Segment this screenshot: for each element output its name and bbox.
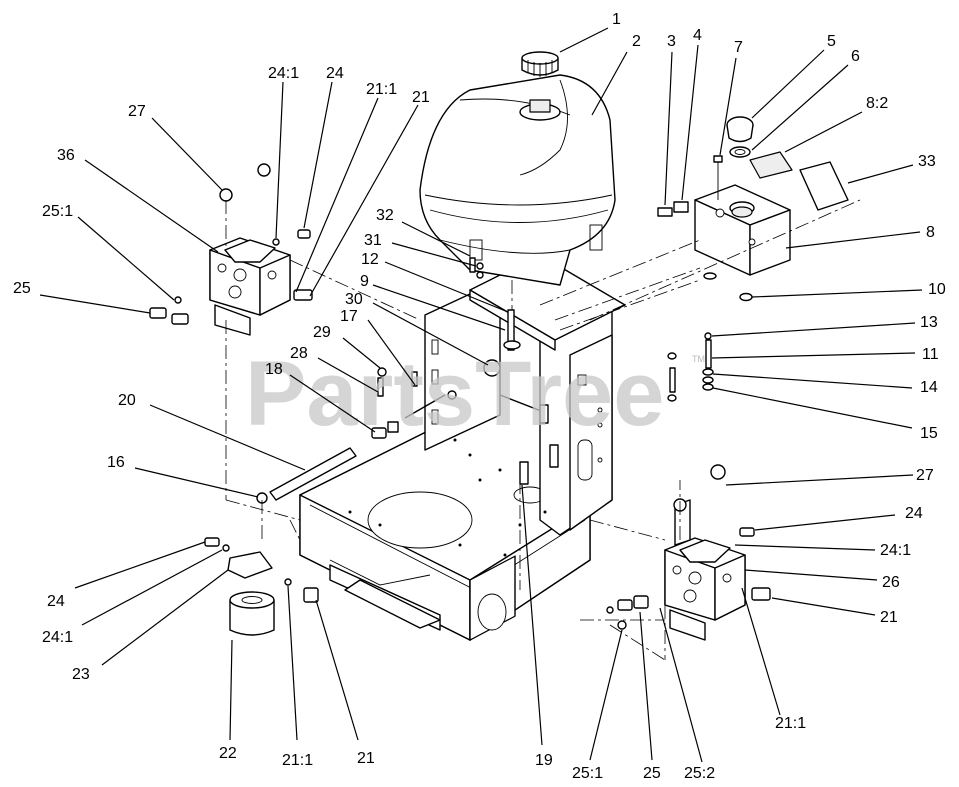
callout-25-1-bottom: 25:1 [572,765,603,782]
callout-13: 13 [920,314,938,331]
left-hydraulic-pump [149,163,313,336]
callout-21-top: 21 [412,89,430,106]
callout-21-1-top: 21:1 [366,81,397,98]
fuel-tank [419,51,616,286]
callout-25-bottom: 25 [643,765,661,782]
callout-23: 23 [72,666,90,683]
hydraulic-filter [204,537,319,636]
callout-20: 20 [118,392,136,409]
hydraulic-reservoir [657,116,849,276]
callout-27-right: 27 [916,467,934,484]
callout-2: 2 [632,33,641,50]
frame-assembly [299,254,626,641]
callout-16: 16 [107,454,125,471]
callout-4: 4 [693,27,702,44]
callout-24-right: 24 [905,505,923,522]
callout-24-1-right: 24:1 [880,542,911,559]
callout-labels: 1 2 3 4 7 5 6 8:2 33 8 10 13 11 14 15 27… [13,11,946,782]
callout-21-1-right: 21:1 [775,715,806,732]
callout-32: 32 [376,207,394,224]
callout-15: 15 [920,425,938,442]
callout-8-2: 8:2 [866,95,888,112]
callout-21-1-bottom: 21:1 [282,752,313,769]
callout-17: 17 [340,308,358,325]
callout-21-bottom: 21 [357,750,375,767]
callout-9: 9 [360,273,369,290]
callout-33: 33 [918,153,936,170]
callout-21-right: 21 [880,609,898,626]
callout-19: 19 [535,752,553,769]
callout-36: 36 [57,147,75,164]
callout-10: 10 [928,281,946,298]
callout-29: 29 [313,324,331,341]
callout-8: 8 [926,224,935,241]
callout-3: 3 [667,33,676,50]
callout-31: 31 [364,232,382,249]
callout-1: 1 [612,11,621,28]
callout-30: 30 [345,291,363,308]
leader-lines [39,27,923,763]
callout-7: 7 [734,39,743,56]
callout-25-2: 25:2 [684,765,715,782]
right-hydraulic-pump [606,464,771,661]
callout-14: 14 [920,379,938,396]
callout-25-1-left: 25:1 [42,203,73,220]
tube-and-hardware [225,199,861,621]
callout-25-left: 25 [13,280,31,297]
callout-5: 5 [827,33,836,50]
callout-24-1-top: 24:1 [268,65,299,82]
callout-26: 26 [882,574,900,591]
callout-24-1-left: 24:1 [42,629,73,646]
trademark-mark: TM [692,354,705,364]
callout-6: 6 [851,48,860,65]
callout-24-top: 24 [326,65,344,82]
callout-18: 18 [265,361,283,378]
callout-24-left: 24 [47,593,65,610]
callout-27-left: 27 [128,103,146,120]
partstree-watermark: PartsTree [245,343,664,445]
callout-22: 22 [219,745,237,762]
callout-12: 12 [361,251,379,268]
callout-28: 28 [290,345,308,362]
callout-11: 11 [922,346,939,363]
